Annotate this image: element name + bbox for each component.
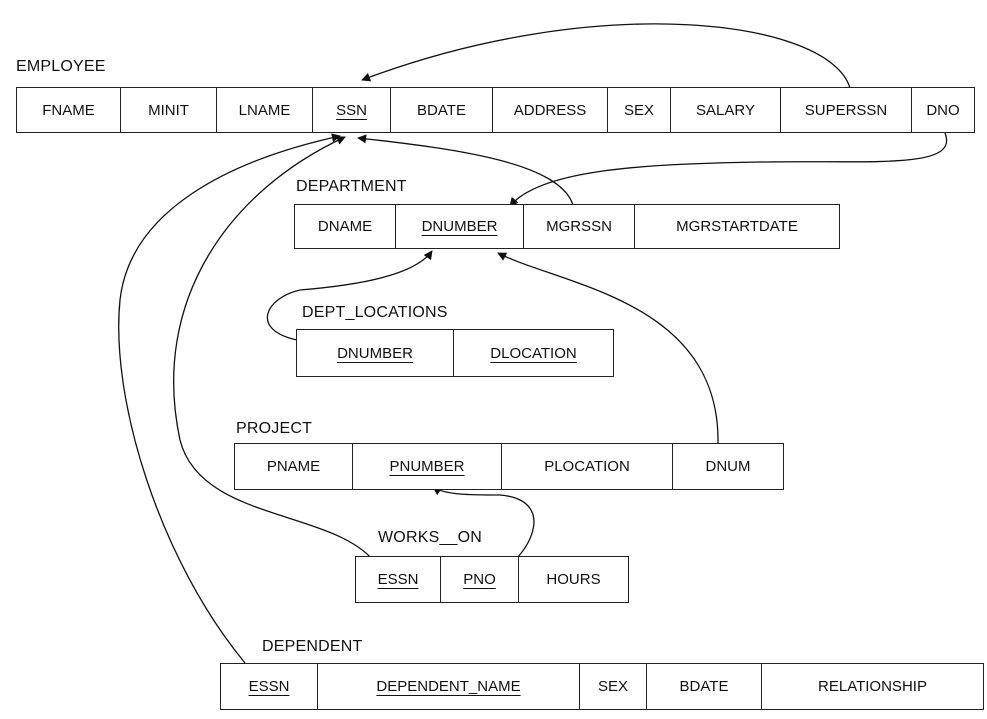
fk-arrow-works-on-essn-to-ssn: [173, 136, 374, 561]
department-dnumber-attr: DNUMBER: [421, 218, 498, 235]
dept-locations-dlocation-attr: DLOCATION: [490, 344, 577, 362]
employee-salary-attr: SALARY: [671, 88, 781, 132]
project-pnumber-attr: PNUMBER: [389, 458, 465, 475]
works-on-pno-attr: PNO: [463, 571, 496, 588]
dependent-dependent-name-cell: DEPENDENT_NAME: [318, 664, 580, 709]
employee-relation: FNAME MINIT LNAME SSN BDATE ADDRESS SEX …: [16, 87, 975, 133]
employee-superssn-attr: SUPERSSN: [781, 88, 912, 132]
project-dnum-attr: DNUM: [705, 458, 751, 475]
department-dnumber-cell: DNUMBER: [396, 205, 524, 248]
employee-label: EMPLOYEE: [16, 58, 106, 75]
employee-address-attr: ADDRESS: [493, 88, 608, 132]
works-on-relation: ESSN PNO HOURS: [355, 556, 629, 603]
project-plocation-attr: PLOCATION: [502, 444, 673, 489]
dependent-relation: ESSN DEPENDENT_NAME SEX BDATE RELATIONSH…: [220, 663, 984, 710]
employee-bdate-attr: BDATE: [391, 88, 493, 132]
project-relation: PNAME PNUMBER PLOCATION DNUM: [234, 443, 784, 490]
employee-ssn-cell: SSN: [313, 88, 391, 132]
fk-arrow-dno-to-dnumber: [509, 132, 948, 207]
dependent-relationship-attr: RELATIONSHIP: [818, 678, 927, 695]
dependent-bdate-attr: BDATE: [647, 664, 762, 709]
works-on-essn-cell: ESSN: [356, 557, 441, 602]
dependent-label: DEPENDENT: [262, 638, 363, 655]
dependent-sex-attr: SEX: [580, 664, 647, 709]
project-pnumber-cell: PNUMBER: [353, 444, 502, 489]
department-mgrstartdate-attr: MGRSTARTDATE: [676, 218, 798, 235]
works-on-pno-cell: PNO: [441, 557, 519, 602]
dependent-dependent-name-attr: DEPENDENT_NAME: [376, 678, 521, 695]
employee-sex-attr: SEX: [608, 88, 671, 132]
department-label: DEPARTMENT: [296, 178, 407, 195]
works-on-essn-attr: ESSN: [377, 571, 419, 588]
department-dname-attr: DNAME: [295, 205, 396, 248]
works-on-hours-attr: HOURS: [546, 571, 601, 588]
employee-minit-attr: MINIT: [121, 88, 217, 132]
project-label: PROJECT: [236, 420, 313, 437]
dept-locations-dnumber-attr: DNUMBER: [337, 344, 413, 362]
dept-locations-dnumber-cell: DNUMBER: [297, 330, 454, 376]
project-pname-attr: PNAME: [235, 444, 353, 489]
dept-locations-dlocation-cell: DLOCATION: [454, 330, 613, 376]
employee-fname-attr: FNAME: [17, 88, 121, 132]
fk-arrow-dependent-essn-to-ssn: [118, 133, 341, 664]
dept-locations-label: DEPT_LOCATIONS: [302, 304, 448, 321]
fk-arrow-dnum-to-dnumber: [497, 252, 719, 444]
employee-dno-attr: DNO: [926, 101, 960, 119]
employee-ssn-attr: SSN: [336, 101, 367, 119]
fk-arrow-dept-locations-dnumber-to-dnumber: [266, 250, 433, 341]
department-relation: DNAME DNUMBER MGRSSN MGRSTARTDATE: [294, 204, 840, 249]
fk-arrow-mgrssn-to-ssn: [357, 134, 574, 206]
fk-arrow-superssn-to-ssn: [361, 23, 851, 89]
employee-lname-attr: LNAME: [217, 88, 313, 132]
department-mgrssn-attr: MGRSSN: [524, 205, 635, 248]
dependent-essn-attr: ESSN: [248, 678, 290, 695]
works-on-label: WORKS__ON: [378, 529, 483, 546]
dept-locations-relation: DNUMBER DLOCATION: [296, 329, 614, 377]
dependent-essn-cell: ESSN: [221, 664, 318, 709]
